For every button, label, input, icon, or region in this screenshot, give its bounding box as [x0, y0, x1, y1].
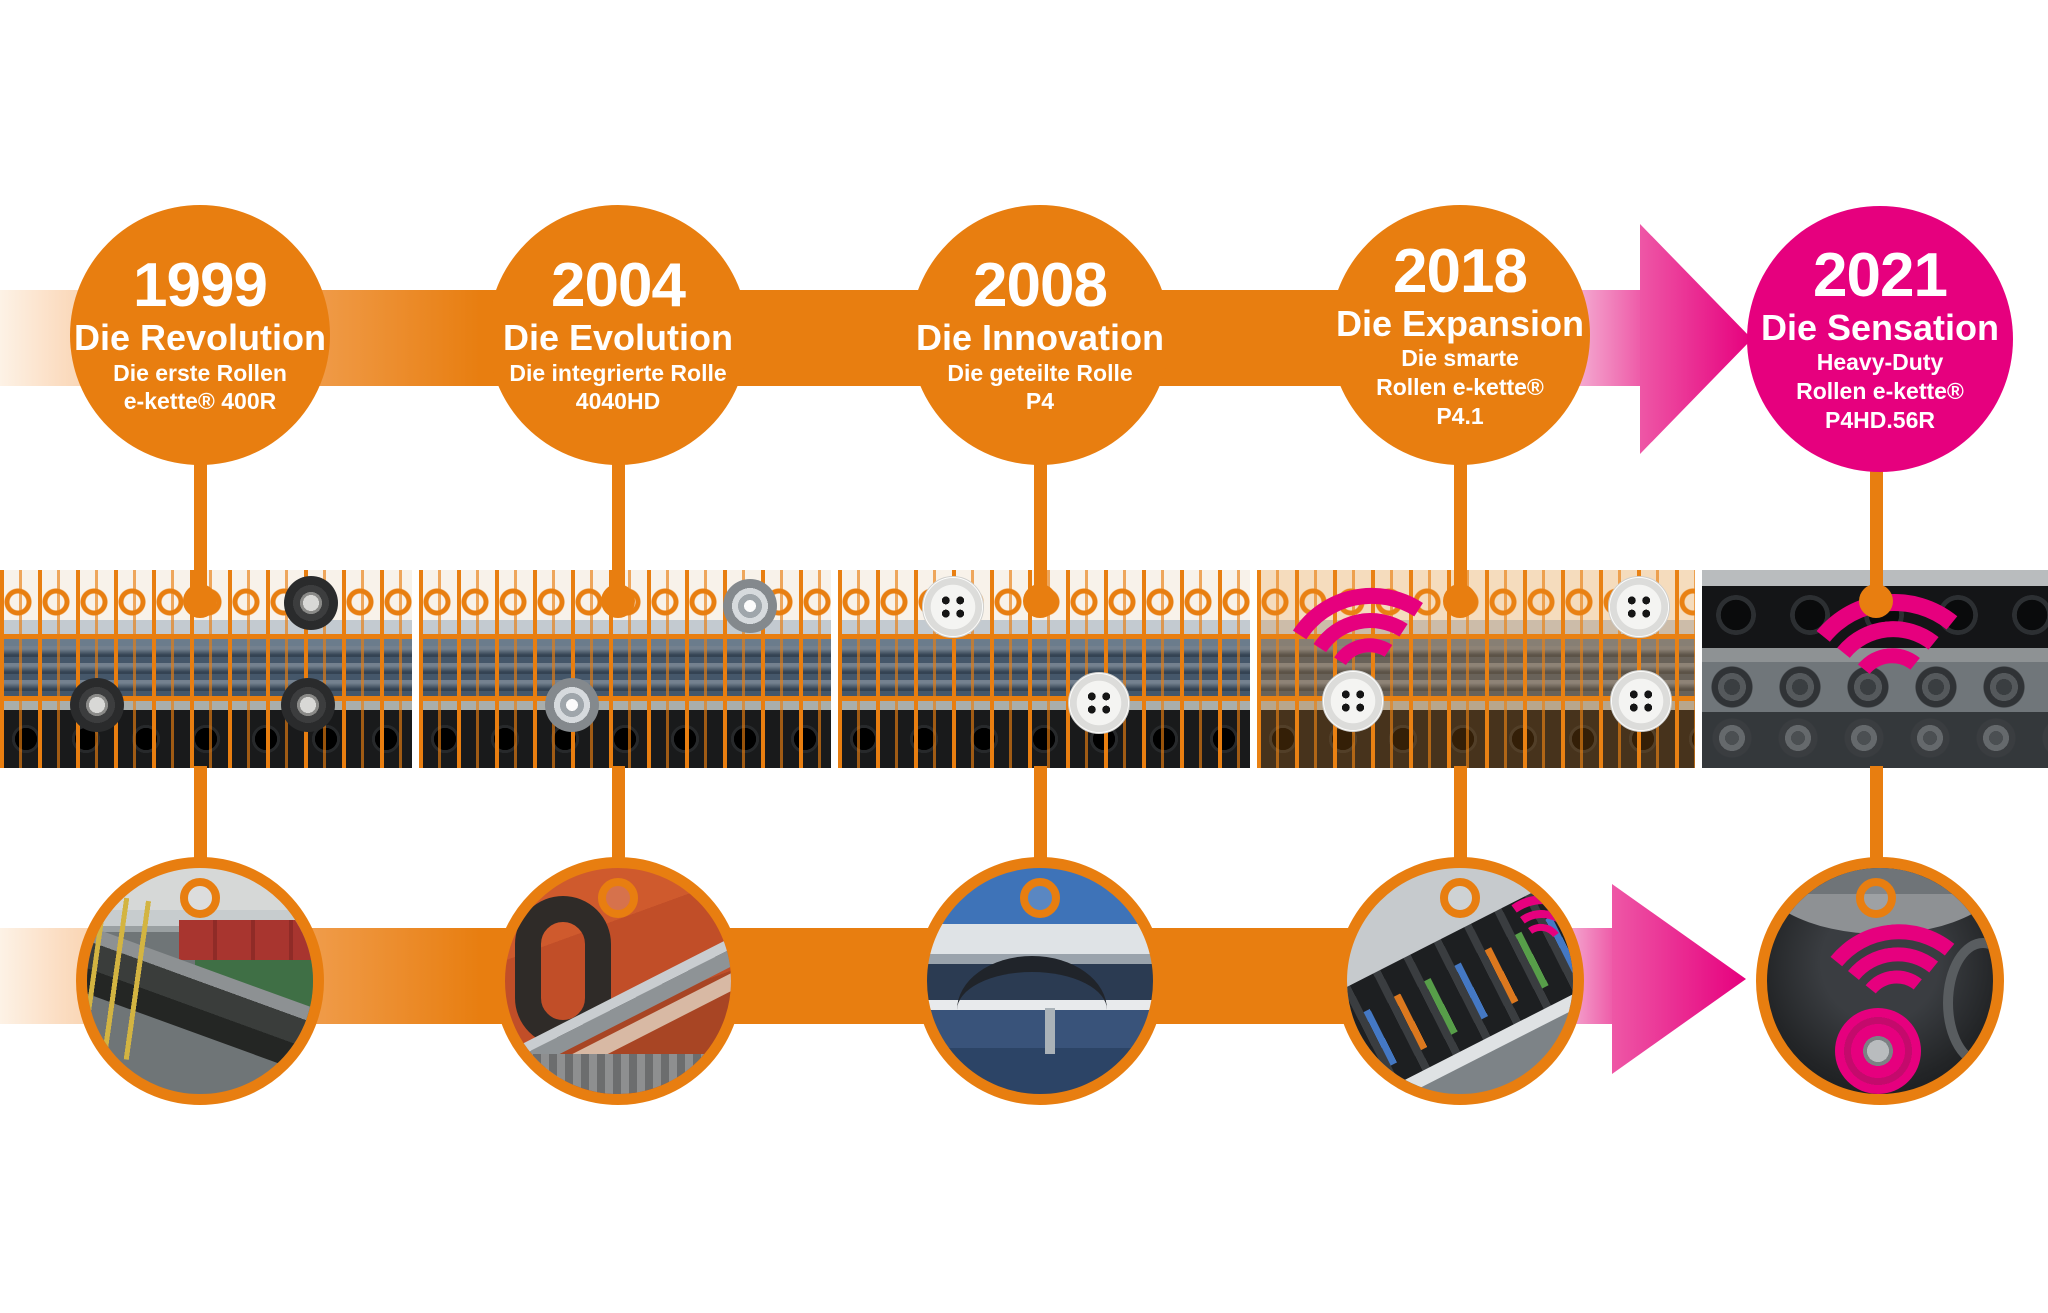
milestone-subtitle: Die geteilte Rolle — [947, 359, 1133, 386]
connector-line — [1454, 458, 1467, 606]
tire-roller-icon — [70, 678, 124, 732]
milestone-circle-2004: 2004 Die Evolution Die integrierte Rolle… — [488, 205, 748, 465]
application-photo-heavy-duty-roller — [1756, 857, 2004, 1105]
milestone-subtitle: Die erste Rollen — [113, 359, 287, 386]
milestone-year: 2008 — [973, 250, 1108, 320]
milestone-circle-2018: 2018 Die Expansion Die smarte Rollen e-k… — [1330, 205, 1590, 465]
chain-link-edge — [1943, 938, 1993, 1068]
milestone-title: Die Sensation — [1760, 306, 2000, 348]
milestone-title: Die Expansion — [1335, 302, 1585, 344]
polymer-roller-icon — [1608, 576, 1670, 638]
milestone-year: 2004 — [551, 250, 686, 320]
walkway-grating — [525, 1054, 731, 1094]
connector-ring-icon — [180, 878, 220, 918]
polymer-roller-icon — [1068, 672, 1130, 734]
milestone-subtitle: P4HD.56R — [1825, 406, 1935, 433]
milestone-subtitle: e-kette® 400R — [123, 388, 277, 415]
milestone-subtitle: Die smarte — [1401, 345, 1519, 372]
milestone-title: Die Evolution — [502, 317, 733, 359]
wifi-icon — [1800, 915, 1993, 1094]
connector-ring-icon — [1856, 878, 1896, 918]
top-arrow-head-icon — [1640, 224, 1752, 454]
energy-chain-arc — [957, 956, 1107, 1010]
connector-dot-icon — [1443, 584, 1477, 618]
connector-dot-icon — [1859, 584, 1893, 618]
milestone-subtitle: 4040HD — [575, 388, 661, 415]
container-stack — [179, 920, 313, 960]
milestone-year: 1999 — [133, 250, 268, 320]
milestone-subtitle: Rollen e-kette® — [1376, 373, 1544, 400]
milestone-year: 2021 — [1813, 240, 1948, 310]
tire-roller-icon — [281, 678, 335, 732]
connector-line — [194, 458, 207, 606]
connector-dot-icon — [601, 584, 635, 618]
magenta-roller-hub-icon — [1835, 1008, 1921, 1094]
railing — [87, 894, 162, 1062]
polymer-roller-icon — [1610, 670, 1672, 732]
support-bracket — [1045, 1008, 1055, 1054]
connector-ring-icon — [1440, 878, 1480, 918]
milestone-title: Die Revolution — [73, 317, 327, 359]
polymer-roller-icon — [1322, 670, 1384, 732]
milestone-subtitle: P4 — [1025, 388, 1055, 415]
connector-dot-icon — [183, 584, 217, 618]
bottom-arrow-head-icon — [1612, 884, 1746, 1074]
milestone-subtitle: Heavy-Duty — [1816, 349, 1944, 376]
application-photo-crane-machine — [494, 857, 742, 1105]
connector-line — [612, 458, 625, 606]
milestone-circle-2008: 2008 Die Innovation Die geteilte Rolle P… — [910, 205, 1170, 465]
milestone-year: 2018 — [1393, 236, 1528, 306]
polymer-roller-icon — [922, 576, 984, 638]
milestone-subtitle: Rollen e-kette® — [1796, 377, 1964, 404]
steel-roller-icon — [723, 579, 777, 633]
connector-line — [1870, 458, 1883, 606]
tire-roller-icon — [284, 576, 338, 630]
connector-line — [1034, 458, 1047, 606]
connector-ring-icon — [598, 878, 638, 918]
milestone-subtitle: Die integrierte Rolle — [509, 359, 727, 386]
steel-roller-icon — [545, 678, 599, 732]
milestone-circle-2021: 2021 Die Sensation Heavy-Duty Rollen e-k… — [1747, 206, 2013, 472]
wifi-icon — [1481, 887, 1573, 1009]
milestone-circle-1999: 1999 Die Revolution Die erste Rollen e-k… — [70, 205, 330, 465]
milestone-title: Die Innovation — [915, 317, 1164, 359]
milestone-subtitle: P4.1 — [1436, 402, 1484, 429]
connector-ring-icon — [1020, 878, 1060, 918]
connector-dot-icon — [1023, 584, 1057, 618]
